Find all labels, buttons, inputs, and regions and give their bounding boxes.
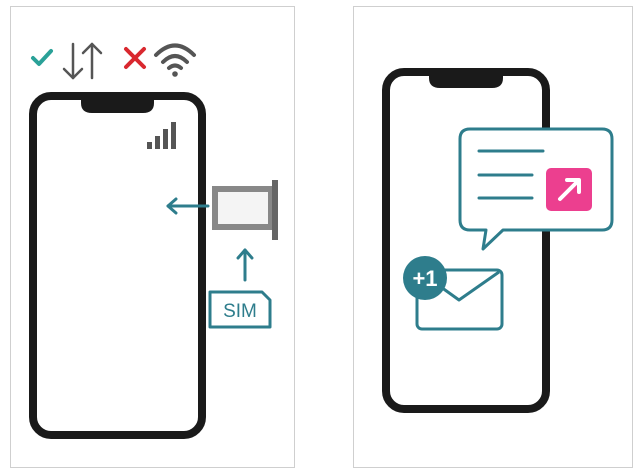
right-phone xyxy=(382,68,550,413)
signal-strength-icon xyxy=(147,122,176,149)
new-message-count: +1 xyxy=(412,266,437,291)
cross-icon xyxy=(124,47,146,69)
sim-card-label: SIM xyxy=(223,301,257,322)
new-message-badge: +1 xyxy=(403,256,447,300)
sim-up-arrow-icon xyxy=(236,248,254,282)
message-bubble xyxy=(458,127,614,251)
left-phone xyxy=(29,92,206,439)
external-link-arrow-icon xyxy=(558,178,581,201)
sim-insertion-panel xyxy=(10,6,295,468)
insert-arrow-icon xyxy=(166,197,210,215)
sim-tray xyxy=(212,180,278,240)
wifi-icon xyxy=(154,43,196,77)
sim-card xyxy=(208,290,272,329)
check-icon xyxy=(31,49,53,66)
data-transfer-arrows-icon xyxy=(62,42,103,80)
